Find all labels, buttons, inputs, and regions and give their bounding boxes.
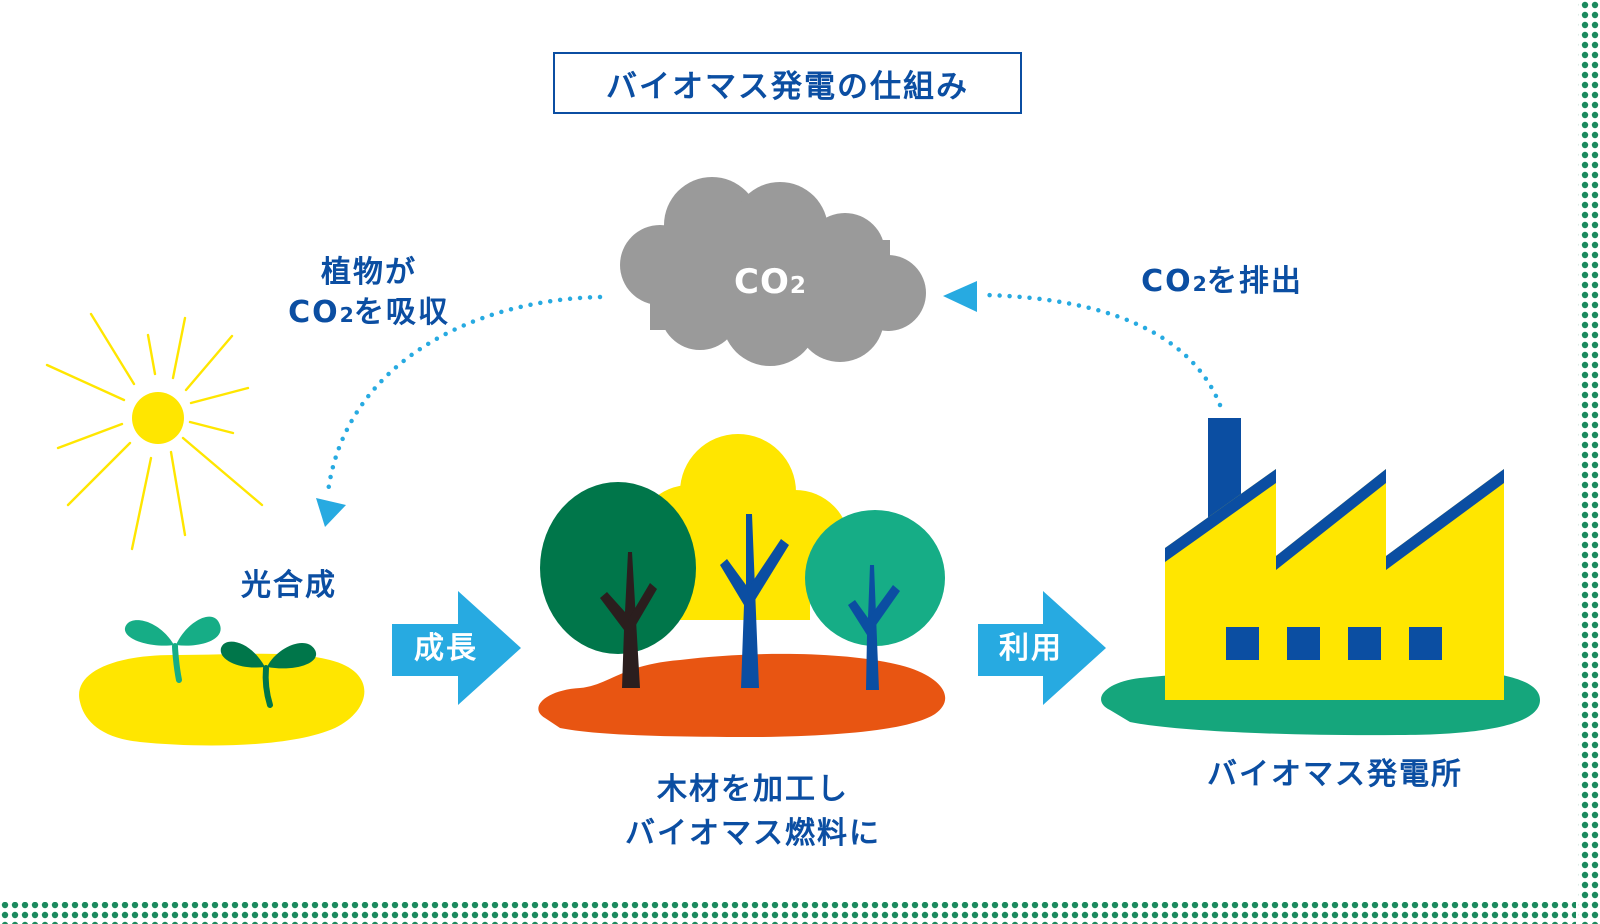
absorb-label-text: を吸収 bbox=[353, 295, 450, 330]
cloud-label-main: CO bbox=[734, 262, 790, 302]
use-arrow-shape bbox=[978, 591, 1106, 705]
absorb-label-line2: CO2を吸収 bbox=[288, 293, 450, 335]
use-arrow-label: 利用 bbox=[999, 631, 1063, 666]
emit-label: CO2を排出 bbox=[1141, 262, 1303, 304]
absorb-label-subscript: 2 bbox=[339, 303, 354, 327]
absorb-label-line1: 植物が bbox=[321, 255, 417, 290]
dark-green-tree-icon bbox=[540, 482, 696, 688]
cloud-label-subscript: 2 bbox=[789, 273, 806, 299]
grow-arrow-shape bbox=[392, 591, 521, 705]
forest-ground bbox=[538, 653, 946, 737]
emit-label-co: CO bbox=[1141, 264, 1193, 299]
emit-arrowhead-icon bbox=[943, 281, 977, 312]
page-title: バイオマス発電の仕組み bbox=[553, 52, 1022, 114]
emit-label-subscript: 2 bbox=[1192, 272, 1207, 296]
sun-icon bbox=[45, 312, 264, 551]
absorb-label-co: CO bbox=[288, 295, 340, 330]
absorb-dotted-arrow bbox=[325, 294, 603, 495]
sprout-icon-2 bbox=[220, 641, 317, 708]
factory-icon bbox=[1165, 418, 1504, 700]
grow-arrow-label: 成長 bbox=[414, 631, 478, 666]
sprout-icon-1 bbox=[124, 616, 221, 683]
frame-dots-right bbox=[1578, 0, 1600, 924]
cloud-icon bbox=[620, 177, 926, 366]
wood-label-line1: 木材を加工し bbox=[657, 772, 849, 807]
power-plant-label: バイオマス発電所 bbox=[1207, 757, 1463, 792]
frame-dots-bottom bbox=[0, 902, 1576, 924]
center-tree-trunk bbox=[720, 514, 789, 688]
sprout-ground bbox=[79, 653, 365, 746]
photosynthesis-label: 光合成 bbox=[241, 568, 337, 603]
emit-label-text: を排出 bbox=[1206, 264, 1303, 299]
wood-label-line2: バイオマス燃料に bbox=[625, 816, 881, 851]
absorb-arrowhead-icon bbox=[316, 498, 346, 527]
teal-tree-icon bbox=[805, 510, 945, 690]
cloud-label: CO2 bbox=[734, 262, 806, 306]
emit-dotted-arrow bbox=[982, 292, 1223, 408]
